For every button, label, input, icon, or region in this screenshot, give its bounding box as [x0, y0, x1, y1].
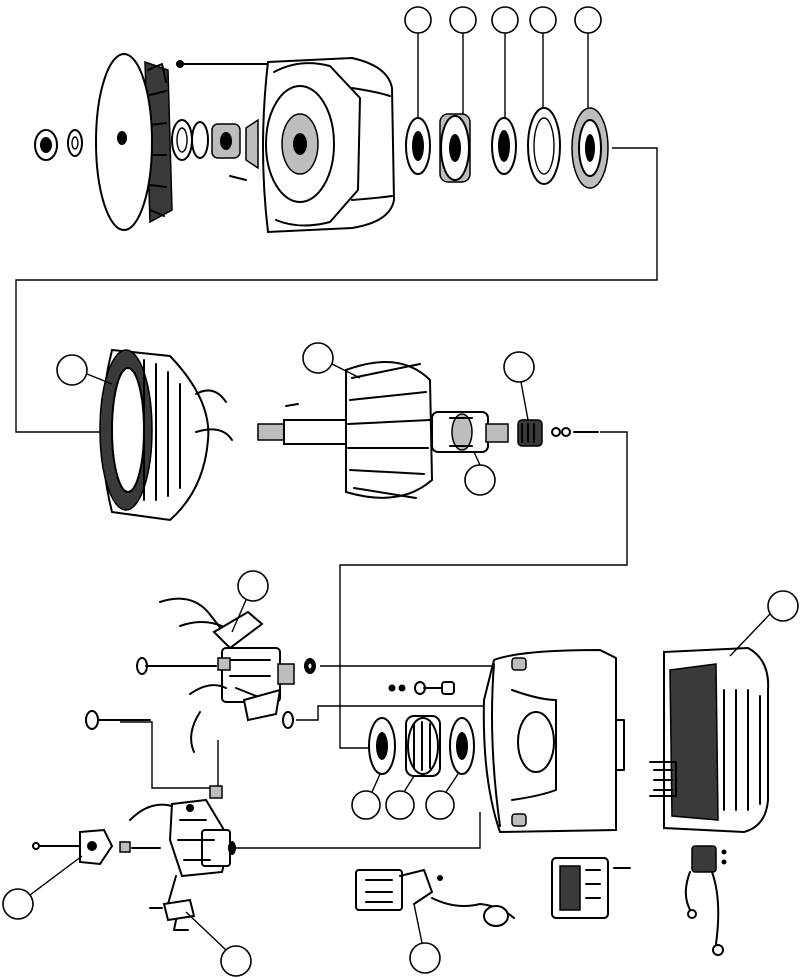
- callout-marker: [2, 888, 34, 920]
- rear-cover: [649, 646, 770, 834]
- rear-bearing: [517, 419, 543, 447]
- bearing-retainer: [491, 117, 517, 175]
- callout-marker: [220, 945, 252, 977]
- callout-marker: [409, 942, 441, 974]
- bearing-seal-rear: [449, 717, 475, 775]
- assembly-connector-lines: [15, 147, 658, 849]
- callout-marker: [237, 570, 269, 602]
- small-hardware-set: [388, 681, 455, 695]
- pulley-nut: [34, 129, 58, 161]
- diode-trio: [32, 828, 161, 866]
- rectifier-bridge: [129, 785, 236, 913]
- callout-marker: [404, 6, 432, 34]
- drive-collar: [211, 123, 241, 159]
- voltage-regulator-left: [355, 869, 515, 927]
- rotor-assembly: [257, 361, 509, 499]
- front-bearing: [439, 113, 471, 183]
- insulator-washer-lower: [282, 711, 294, 729]
- woodruff-key: [229, 175, 247, 181]
- callout-marker: [56, 354, 88, 386]
- spacer-ring: [171, 119, 209, 161]
- pulley-fan: [95, 53, 173, 231]
- through-bolt-top: [176, 60, 271, 68]
- callout-marker: [529, 6, 557, 34]
- callout-marker: [574, 6, 602, 34]
- callout-markers: [2, 6, 799, 977]
- regulator-module: [551, 857, 631, 919]
- callout-marker: [449, 6, 477, 34]
- callout-marker: [464, 464, 496, 496]
- regulator-bracket: [159, 597, 295, 753]
- callout-marker: [385, 790, 415, 820]
- mounting-screw-upper: [136, 657, 217, 675]
- front-bearing-seal: [405, 117, 431, 175]
- bearing-sleeve: [368, 717, 396, 775]
- callout-marker: [425, 790, 455, 820]
- insulator-washer-upper: [304, 658, 316, 674]
- needle-bearing: [405, 715, 441, 777]
- callout-marker: [767, 590, 799, 622]
- callout-marker: [302, 342, 334, 374]
- terminal-clip: [149, 898, 196, 931]
- terminal-plug: [684, 845, 727, 956]
- stator-assembly: [99, 348, 233, 522]
- drive-end-frame: [245, 56, 396, 234]
- long-mounting-screw: [85, 710, 151, 730]
- slip-ring-end-frame: [482, 648, 625, 834]
- slinger-cup: [571, 107, 609, 189]
- lock-washer: [67, 129, 83, 157]
- gasket-plate: [527, 107, 561, 185]
- callout-marker: [503, 351, 535, 383]
- callout-marker: [491, 6, 519, 34]
- bearing-washers: [551, 427, 599, 437]
- callout-marker: [351, 790, 381, 820]
